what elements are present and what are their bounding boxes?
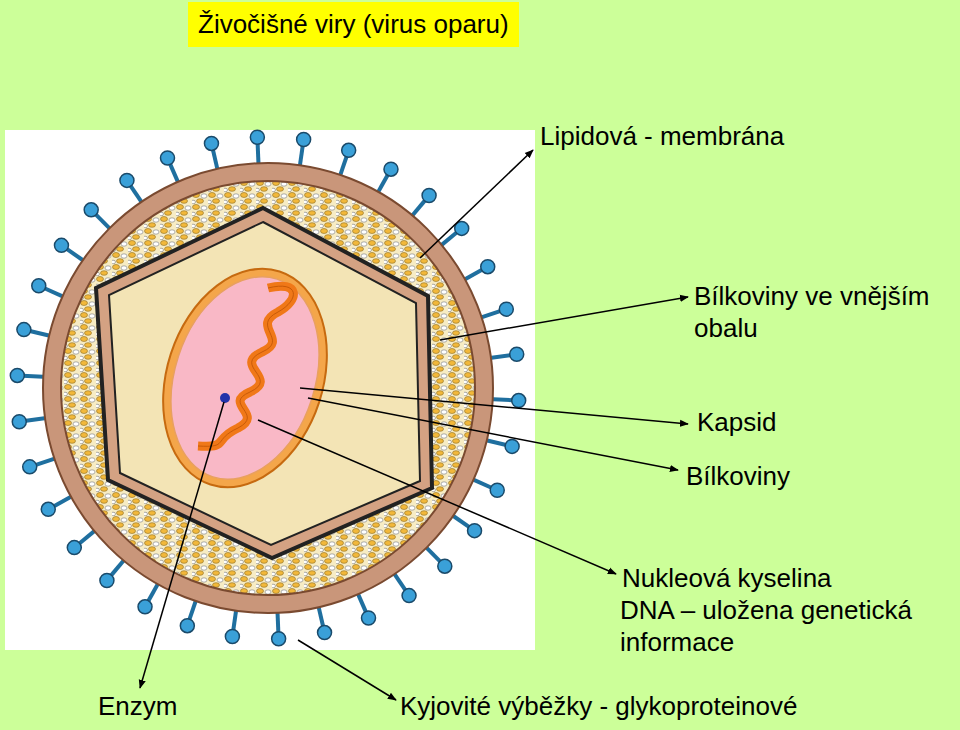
spike-head [204,136,218,150]
leader-line [140,402,224,688]
spike-head [138,600,152,614]
membrane-outer-edge [43,163,493,613]
spike-head [225,629,239,643]
title-box: Živočišné viry (virus oparu) [188,2,519,47]
spike-head [499,302,513,316]
leader-line [308,398,678,470]
spike-head [468,524,482,538]
leader-line [420,150,533,258]
part-label: Lipidová - membrána [540,120,784,152]
part-label: Kapsid [697,406,777,438]
dna-core [146,257,343,498]
lipid-membrane [52,172,484,604]
spike-head [41,502,55,516]
spike-head [490,483,504,497]
glycoprotein-spikes [10,130,525,646]
spike-head [505,439,519,453]
spike-head [384,162,398,176]
leader-line [258,420,616,574]
enzyme-dot [220,393,230,403]
spike-head [318,626,332,640]
part-label: Kyjovité výběžky - glykoproteinové [400,690,797,722]
spike-head [297,133,311,147]
spike-head [510,347,524,361]
membrane-inner-edge [61,181,475,595]
capsid-outer [96,208,432,558]
spike-head [120,173,134,187]
spike-head [362,611,376,625]
core-outline [136,247,354,508]
spike-head [17,323,31,337]
dna-strand [198,286,293,446]
leader-line [440,297,688,340]
dna-strand-edge [198,286,293,446]
part-label: DNA – uložena genetická informace [620,594,956,658]
spike-head [84,203,98,217]
part-label: Bílkoviny ve vnějším obalu [694,280,956,344]
spike-head [272,632,286,646]
spike-head [250,130,264,144]
spike-head [180,619,194,633]
spike-head [32,279,46,293]
leader-line [298,640,396,700]
spike-head [12,415,26,429]
spike-head [23,460,37,474]
part-label: Bílkoviny [686,460,790,492]
capsid [109,222,420,545]
spike-head [342,143,356,157]
spike-head [160,151,174,165]
spike-head [10,368,24,382]
spike-head [67,541,81,555]
spike-head [438,559,452,573]
spike-head [402,589,416,603]
white-panel [5,130,535,650]
spike-head [54,238,68,252]
spike-head [512,394,526,408]
spike-head [481,260,495,274]
title: Živočišné viry (virus oparu) [198,9,509,39]
part-label: Nukleová kyselina [622,562,832,594]
part-label: Enzym [98,690,177,722]
spike-head [100,573,114,587]
spike-head [422,189,436,203]
leader-line [300,388,688,424]
